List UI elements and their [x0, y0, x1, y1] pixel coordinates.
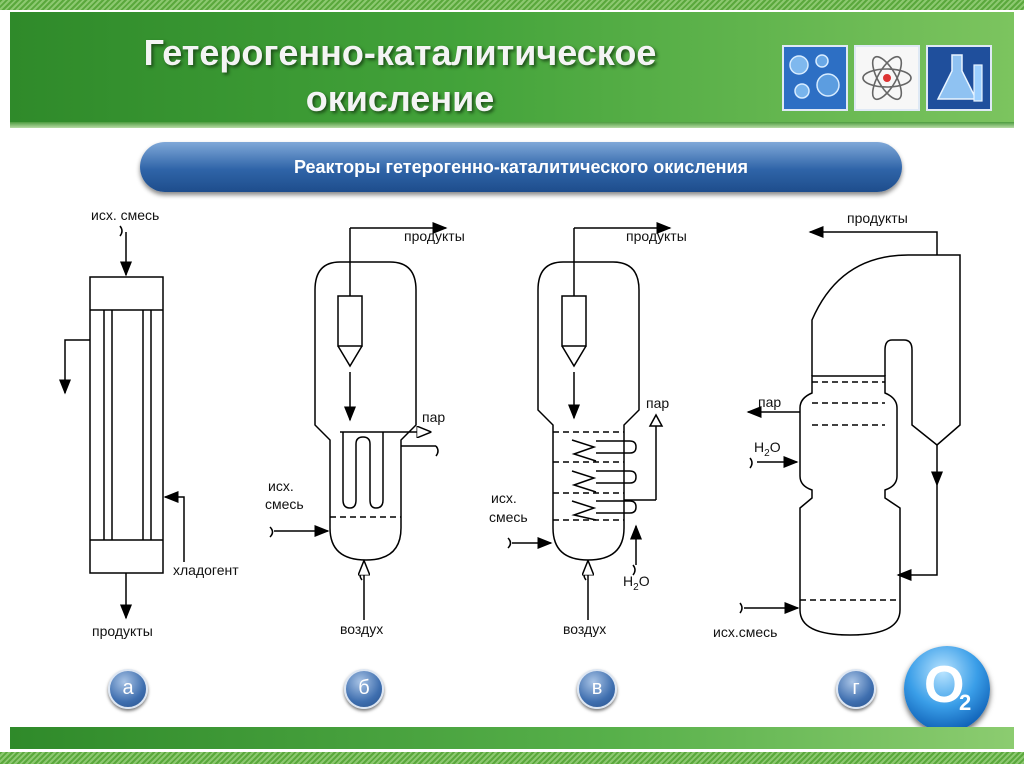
reactor-c-products-label: продукты — [626, 228, 687, 244]
reactor-c — [507, 222, 672, 620]
atom-icon — [854, 45, 920, 111]
reactor-c-inlet-label-2: смесь — [489, 509, 528, 525]
reactor-c-inlet-label-1: исх. — [491, 490, 517, 506]
header-shadow — [10, 122, 1014, 128]
bottom-stripe — [0, 752, 1024, 764]
reactor-d-water-h: H — [754, 439, 765, 455]
reactor-a-coolant-label: хладогент — [173, 562, 239, 578]
reactor-a — [59, 225, 185, 620]
reactor-b — [269, 222, 448, 620]
reactor-c-steam-label: пар — [646, 395, 670, 411]
lab-flask-icon — [926, 45, 992, 111]
top-stripe — [0, 0, 1024, 10]
reactor-d — [739, 226, 961, 636]
page-title-line1: Гетерогенно-каталитическое — [143, 32, 657, 73]
reactor-d-water-o: O — [769, 439, 781, 455]
reactor-b-inlet-label-1: исх. — [268, 478, 294, 494]
page-title-line2: окисление — [305, 78, 495, 119]
reactor-c-water-h: H — [623, 573, 634, 589]
water-bubbles-icon — [782, 45, 848, 111]
reactor-c-water-label: H2O — [623, 573, 650, 593]
reactor-c-water-sub: 2 — [633, 581, 639, 593]
section-banner: Реакторы гетерогенно-каталитического оки… — [140, 142, 902, 192]
reactor-c-water-o: O — [638, 573, 650, 589]
reactor-d-inlet-label: исх.смесь — [713, 624, 778, 640]
o2-logo-letter: O — [924, 656, 965, 714]
reactor-b-inlet-label-2: смесь — [265, 496, 304, 512]
reactor-b-air-label: воздух — [340, 621, 384, 637]
reactor-d-steam-label: пар — [758, 394, 782, 410]
badge-b: б — [344, 669, 384, 709]
o2-logo-icon: O 2 — [904, 646, 990, 732]
reactor-a-inlet-label: исх. смесь — [91, 207, 160, 223]
reactor-c-air-label: воздух — [563, 621, 607, 637]
reactors-diagram — [59, 222, 961, 636]
badge-a: а — [108, 669, 148, 709]
reactor-d-water-sub: 2 — [764, 447, 770, 459]
banner-text: Реакторы гетерогенно-каталитического оки… — [293, 157, 749, 177]
badge-d: г — [836, 669, 876, 709]
badge-c: в — [577, 669, 617, 709]
reactor-d-water-label: H2O — [754, 439, 781, 459]
o2-logo-subscript: 2 — [959, 690, 972, 715]
reactor-d-products-label: продукты — [847, 210, 908, 226]
page-title: Гетерогенно-каталитическое окисление — [60, 30, 740, 122]
reactor-b-steam-label: пар — [422, 409, 446, 425]
footer-bar — [10, 727, 1014, 749]
reactor-b-products-label: продукты — [404, 228, 465, 244]
reactor-a-outlet-label: продукты — [92, 623, 153, 639]
